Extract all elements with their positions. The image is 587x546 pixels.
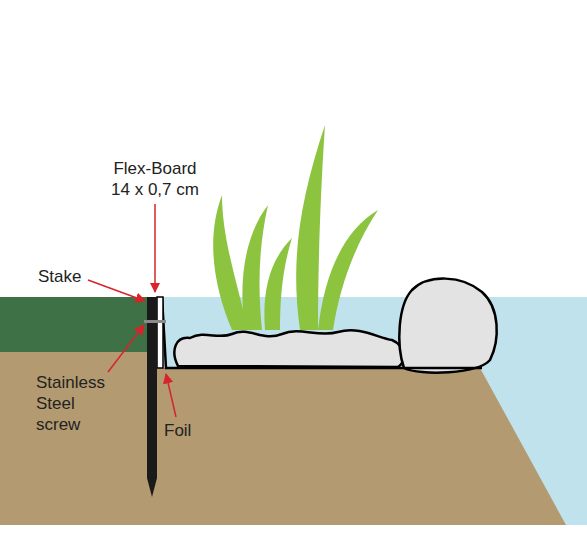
soil: [0, 352, 566, 525]
part-label: Stainless Steel screw: [36, 372, 118, 435]
leader-arrow: [108, 325, 144, 372]
foil: [162, 297, 482, 368]
grass: [0, 297, 148, 352]
leader-arrow: [88, 280, 145, 301]
flex-board: [157, 297, 163, 368]
flat-stone: [174, 330, 403, 367]
leader-arrow: [154, 204, 156, 292]
leader-arrow: [166, 374, 176, 417]
screw: [144, 320, 166, 323]
plants: [213, 125, 378, 330]
part-label: Foil: [164, 420, 224, 441]
stake: [147, 297, 157, 497]
round-stone: [399, 279, 496, 373]
part-label: Stake: [38, 266, 98, 287]
part-label: Flex-Board 14 x 0,7 cm: [105, 158, 205, 200]
